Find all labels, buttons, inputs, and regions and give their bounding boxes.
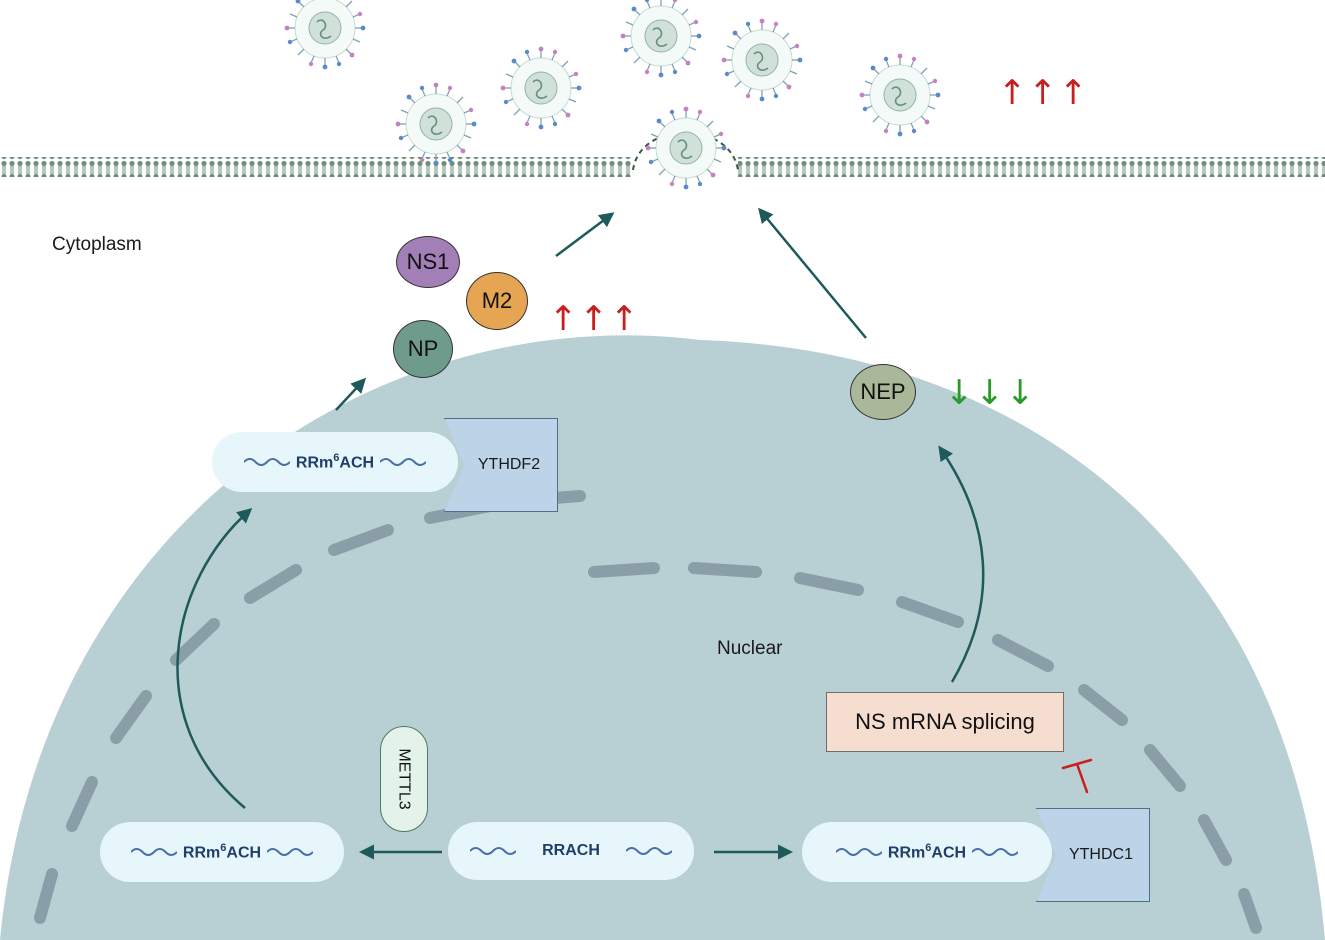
rna-modified-sup: 6 <box>333 451 340 464</box>
rna-modified-prefix: RRm <box>887 844 926 862</box>
rna-pill-left: RRm6ACH <box>100 822 344 882</box>
np-protein: NP <box>393 320 453 378</box>
arrow-to-assembly-left <box>555 212 615 257</box>
rna-wave <box>972 848 1019 856</box>
virion <box>720 17 804 103</box>
nep-protein: NEP <box>850 364 916 420</box>
rna-modified-suffix: ACH <box>339 454 375 472</box>
rna-wave <box>835 848 882 856</box>
rna-pill-center: RRACH <box>448 822 694 880</box>
mettl3-writer: METTL3 <box>380 726 428 832</box>
plasma-membrane-right <box>738 157 1325 177</box>
rna-wave <box>625 847 672 855</box>
rna-pill-right: RRm6ACH <box>802 822 1052 882</box>
decrease-arrows-nep: ↓↓↓ <box>945 373 1037 413</box>
nucleus-label: Nuclear <box>717 638 783 659</box>
rna-modified-suffix: ACH <box>226 844 262 862</box>
increase-arrows-proteins: ↑↑↑ <box>549 299 641 339</box>
nuclear-envelope-segments <box>34 490 1262 934</box>
increase-arrows-virions: ↑↑↑ <box>998 73 1090 113</box>
arrow-cytoplasmic-export <box>176 508 253 809</box>
rna-modified-sup: 6 <box>925 841 932 854</box>
rna-modified-sup: 6 <box>220 841 227 854</box>
arrow-to-assembly-right <box>758 207 867 339</box>
rna-modified-prefix: RRm <box>182 844 221 862</box>
rna-modified-suffix: ACH <box>931 844 967 862</box>
rna-pill-ythdf2: RRm6ACH <box>212 432 458 492</box>
inhibition-symbol <box>1061 758 1093 794</box>
virion-budding <box>644 105 728 191</box>
virion <box>283 0 367 71</box>
rna-wave <box>130 848 177 856</box>
rna-wave <box>470 847 517 855</box>
rna-modified-prefix: RRm <box>295 454 334 472</box>
virion <box>499 45 583 131</box>
rna-wave <box>380 458 427 466</box>
virion <box>858 52 942 138</box>
arrow-to-proteins <box>335 377 367 411</box>
virion <box>394 81 478 167</box>
arrow-splicing-to-nep <box>938 445 985 683</box>
ns1-protein: NS1 <box>396 236 460 288</box>
ns-mrna-splicing-box: NS mRNA splicing <box>826 692 1064 752</box>
m2-protein: M2 <box>466 272 528 330</box>
cytoplasm-label: Cytoplasm <box>52 234 142 255</box>
rna-unmodified: RRACH <box>542 842 600 859</box>
plasma-membrane-left <box>0 157 633 177</box>
rna-wave <box>243 458 290 466</box>
rna-wave <box>267 848 314 856</box>
virion <box>619 0 703 79</box>
